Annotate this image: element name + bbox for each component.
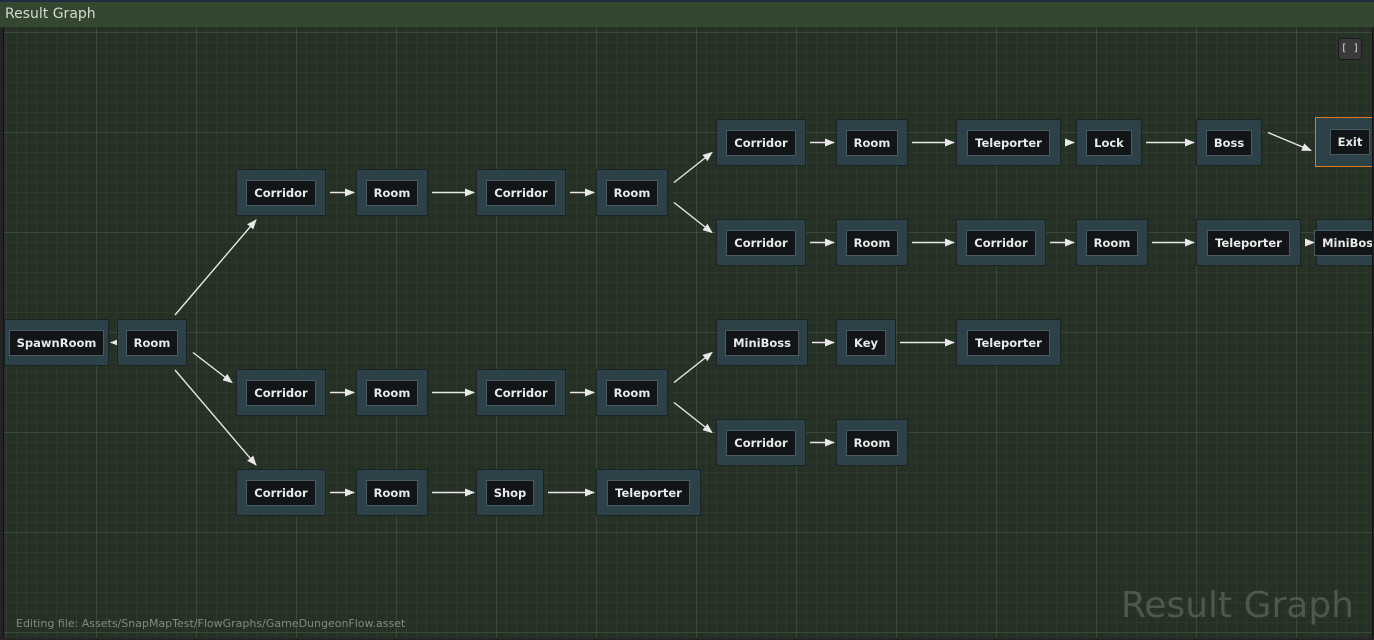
graph-edge-arrow — [673, 401, 713, 434]
graph-node-label: Room — [845, 229, 899, 256]
graph-node-room[interactable]: Room — [836, 419, 908, 466]
graph-node-label: Room — [605, 379, 659, 406]
graph-node-label: MiniBoss — [1314, 229, 1372, 256]
graph-node-label: Lock — [1086, 129, 1132, 156]
graph-node-room[interactable]: Room — [836, 119, 908, 166]
graph-node-corridor[interactable]: Corridor — [476, 169, 566, 216]
graph-node-label: Corridor — [726, 429, 796, 456]
graph-edge-arrow — [673, 351, 713, 384]
graph-node-label: Corridor — [726, 129, 796, 156]
graph-node-spawnroom[interactable]: SpawnRoom — [4, 319, 109, 366]
graph-node-label: Teleporter — [607, 479, 690, 506]
graph-watermark: Result Graph — [1120, 585, 1354, 626]
graph-edge-arrow — [192, 351, 233, 384]
graph-node-room[interactable]: Room — [356, 369, 428, 416]
graph-node-label: Corridor — [246, 479, 316, 506]
graph-node-miniboss[interactable]: MiniBoss — [1314, 219, 1372, 266]
window-title: Result Graph — [5, 6, 96, 22]
graph-node-label: Room — [605, 179, 659, 206]
graph-node-label: Teleporter — [967, 129, 1050, 156]
graph-node-lock[interactable]: Lock — [1076, 119, 1142, 166]
graph-node-miniboss[interactable]: MiniBoss — [716, 319, 808, 366]
graph-edge-arrow — [174, 369, 257, 466]
graph-node-label: Corridor — [486, 179, 556, 206]
graph-node-teleporter[interactable]: Teleporter — [596, 469, 701, 516]
graph-node-label: Room — [845, 429, 899, 456]
graph-node-label: Corridor — [726, 229, 796, 256]
graph-node-room[interactable]: Room — [117, 319, 187, 366]
graph-node-teleporter[interactable]: Teleporter — [1196, 219, 1301, 266]
graph-edges — [110, 131, 1315, 497]
graph-node-corridor[interactable]: Corridor — [236, 469, 326, 516]
window-titlebar: Result Graph — [0, 0, 1374, 27]
graph-node-room[interactable]: Room — [1076, 219, 1148, 266]
graph-node-label: Corridor — [246, 379, 316, 406]
graph-node-corridor[interactable]: Corridor — [716, 119, 806, 166]
graph-node-label: Boss — [1205, 129, 1253, 156]
graph-edge-arrow — [673, 151, 713, 184]
graph-edge-arrow — [673, 201, 713, 234]
graph-node-label: Corridor — [246, 179, 316, 206]
frame-all-button[interactable]: [ ] — [1338, 38, 1362, 60]
graph-node-teleporter[interactable]: Teleporter — [956, 319, 1061, 366]
graph-node-room[interactable]: Room — [596, 169, 668, 216]
graph-edge-arrow — [1267, 131, 1312, 152]
graph-node-corridor[interactable]: Corridor — [716, 219, 806, 266]
graph-node-room[interactable]: Room — [356, 169, 428, 216]
graph-node-corridor[interactable]: Corridor — [476, 369, 566, 416]
graph-node-label: Key — [845, 329, 886, 356]
graph-node-teleporter[interactable]: Teleporter — [956, 119, 1061, 166]
graph-node-room[interactable]: Room — [836, 219, 908, 266]
graph-node-label: Corridor — [966, 229, 1036, 256]
graph-node-label: Room — [1085, 229, 1139, 256]
graph-node-label: Exit — [1329, 129, 1371, 155]
graph-node-label: MiniBoss — [725, 329, 799, 356]
graph-node-label: SpawnRoom — [8, 329, 105, 356]
graph-node-label: Room — [365, 479, 419, 506]
graph-node-exit[interactable]: Exit — [1315, 117, 1372, 167]
graph-node-label: Room — [125, 329, 179, 356]
graph-node-key[interactable]: Key — [836, 319, 896, 366]
graph-node-shop[interactable]: Shop — [476, 469, 544, 516]
graph-edge-arrow — [174, 219, 257, 316]
graph-node-label: Room — [365, 379, 419, 406]
graph-node-label: Teleporter — [1207, 229, 1290, 256]
graph-node-room[interactable]: Room — [356, 469, 428, 516]
graph-node-corridor[interactable]: Corridor — [236, 169, 326, 216]
editing-file-status: Editing file: Assets/SnapMapTest/FlowGra… — [16, 617, 406, 630]
graph-node-label: Teleporter — [967, 329, 1050, 356]
graph-node-label: Shop — [485, 479, 535, 506]
graph-node-corridor[interactable]: Corridor — [236, 369, 326, 416]
graph-node-corridor[interactable]: Corridor — [716, 419, 806, 466]
graph-node-boss[interactable]: Boss — [1196, 119, 1262, 166]
graph-node-label: Room — [845, 129, 899, 156]
graph-node-label: Room — [365, 179, 419, 206]
graph-node-label: Corridor — [486, 379, 556, 406]
graph-node-room[interactable]: Room — [596, 369, 668, 416]
graph-node-corridor[interactable]: Corridor — [956, 219, 1046, 266]
